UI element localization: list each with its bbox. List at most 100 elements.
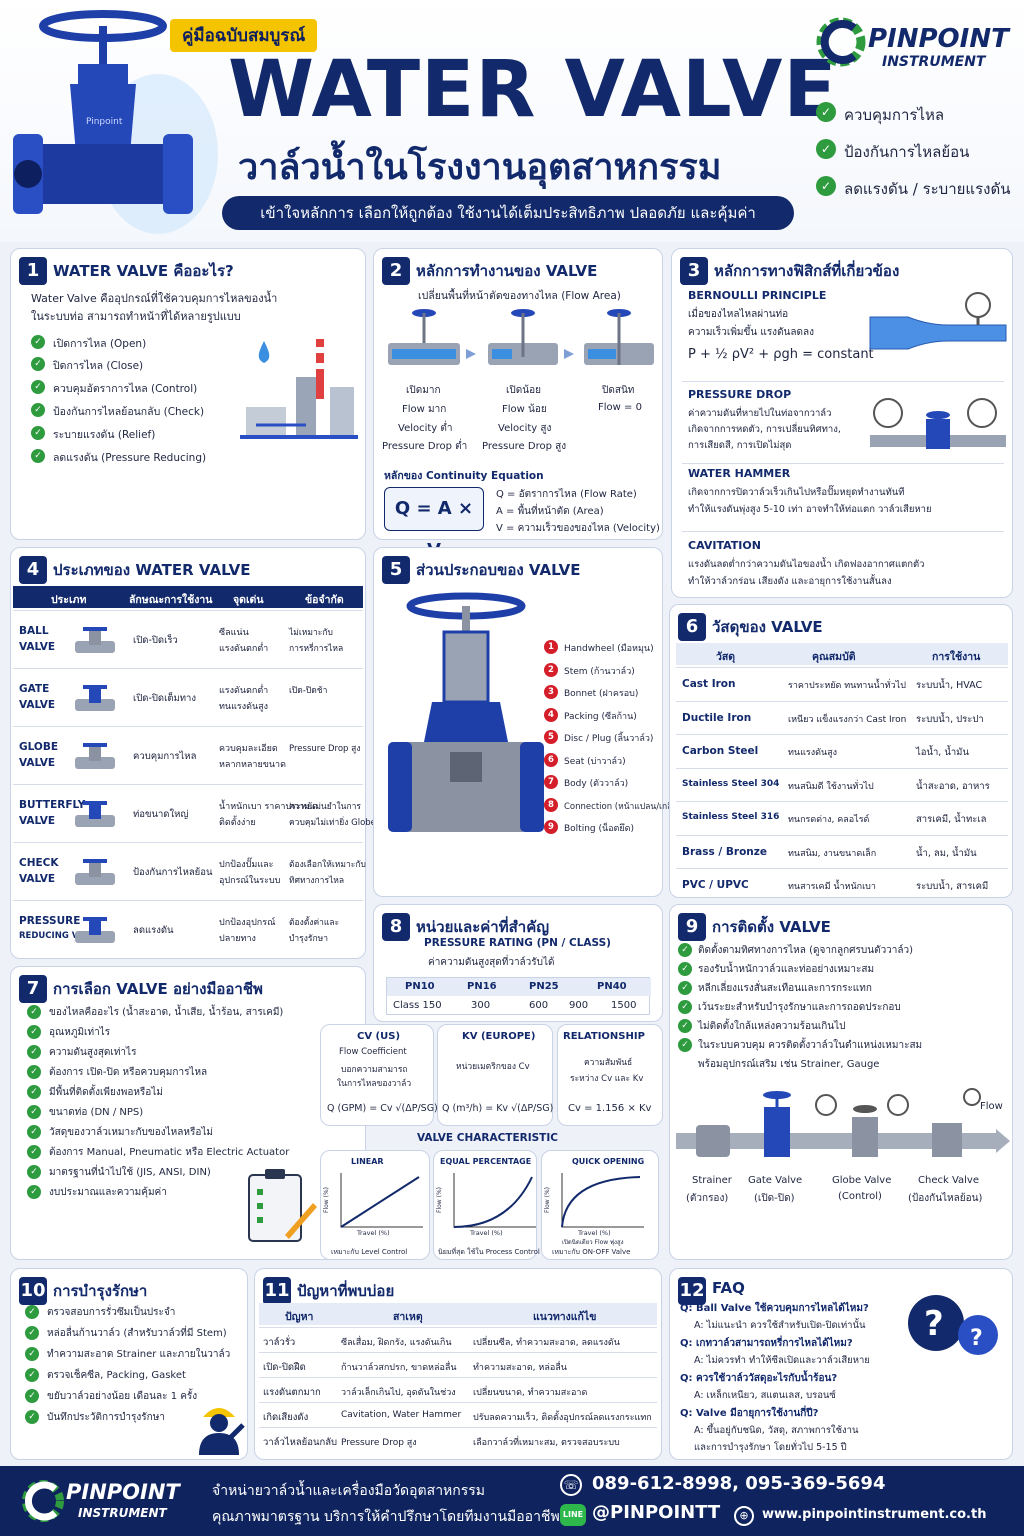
type-name: VALVE: [19, 641, 56, 653]
section-physics: 3 หลักการทางฟิสิกส์ที่เกี่ยวข้อง BERNOUL…: [671, 248, 1013, 598]
solution: เลือกวาล์วที่เหมาะสม, ตรวจสอบระบบ: [473, 1438, 620, 1448]
selection-item: ขนาดท่อ (DN / NPS): [49, 1107, 144, 1118]
section-units: 8 หน่วยและค่าที่สำคัญ PRESSURE RATING (P…: [373, 904, 663, 1022]
material-property: ราคาประหยัด ทนทานน้ำทั่วไป: [788, 681, 906, 691]
technician-icon: [199, 1408, 245, 1455]
footer-gear-logo-icon: [22, 1480, 64, 1522]
section-title: ประเภทของ WATER VALVE: [53, 561, 251, 579]
check-icon: ✓: [25, 1347, 39, 1361]
brand-name: PINPOINT: [868, 24, 1009, 54]
installation-item: หลีกเลี่ยงแรงสั่นสะเทือนและการกระแทก: [698, 983, 872, 994]
solution: เปลี่ยนซีล, ทำความสะอาด, ลดแรงดัน: [473, 1338, 620, 1348]
part-label: Disc / Plug (ลิ้นวาล์ว): [564, 734, 654, 744]
type-name: VALVE: [19, 757, 56, 769]
characteristic-curve: [340, 1173, 423, 1228]
valve-cutaway-illustration: [388, 592, 544, 832]
section-title: FAQ: [712, 1279, 745, 1297]
faq-question: Q: Valve มีอายุการใช้งานกี่ปี?: [680, 1408, 819, 1419]
section-working-principle: 2 หลักการทำงานของ VALVE เปลี่ยนพื้นที่หน…: [373, 248, 663, 561]
installation-item: ติดตั้งตามทิศทางการไหล (ดูจากลูกศรบนตัวว…: [698, 945, 914, 956]
maintenance-item: ตรวจเช็คซีล, Packing, Gasket: [47, 1370, 186, 1381]
check-icon: ✓: [27, 1085, 41, 1099]
selection-item: ความดันสูงสุดเท่าไร: [49, 1047, 137, 1058]
type-name: REDUCING VALVE: [19, 931, 101, 941]
material-property: ทนกรดด่าง, คลอไรด์: [788, 815, 870, 825]
installation-item: ไม่ติดตั้งใกล้แหล่งความร้อนเกินไป: [698, 1021, 846, 1032]
section-title: หลักการทำงานของ VALVE: [416, 262, 598, 280]
table-row: วาล์วรั่ว ซีลเสื่อม, ฝิดกรัง, แรงดันเกิน เ…: [259, 1327, 657, 1352]
chart-note: นิยมที่สุด ใช้ใน Process Control: [438, 1248, 540, 1256]
tagline: เข้าใจหลักการ เลือกให้ถูกต้อง ใช้งานได้เ…: [222, 196, 794, 230]
section-installation: 9 การติดตั้ง VALVE Flow Strainer (ตัวกรอ…: [669, 904, 1013, 1260]
section-valve-types: 4 ประเภทของ WATER VALVE ประเภทลักษณะการใ…: [10, 547, 402, 959]
guide-badge: คู่มือฉบับสมบูรณ์: [170, 19, 318, 52]
advantage: ซีลแน่น: [219, 628, 249, 638]
check-icon: ✓: [27, 1005, 41, 1019]
faq-answer: A: ไม่แนะนำ ควรใช้สำหรับเปิด-ปิดเท่านั้น: [694, 1320, 866, 1331]
website-link[interactable]: www.pinpointinstrument.co.th: [762, 1507, 987, 1522]
part-number-badge: 8: [544, 797, 558, 812]
cause: ซีลเสื่อม, ฝิดกรัง, แรงดันเกิน: [341, 1338, 452, 1348]
part-label: Bolting (น็อตยึด): [564, 824, 635, 834]
question-bubble-icon: ? ?: [908, 1295, 998, 1355]
installation-item: ในระบบควบคุม ควรติดตั้งวาล์วในตำแหน่งเหม…: [698, 1040, 923, 1051]
section-title: หน่วยและค่าที่สำคัญ: [416, 918, 550, 936]
material-usage: น้ำสะอาด, อาหาร: [916, 780, 990, 792]
phone-icon: ☏: [560, 1474, 582, 1496]
pressure-drop-gauges-icon: [870, 398, 1006, 449]
problem: วาล์วรั่ว: [263, 1337, 296, 1348]
part-label: Bonnet (ฝาครอบ): [564, 689, 639, 699]
material-property: ทนแรงดันสูง: [788, 748, 837, 758]
advantage: ปกป้องปั๊มและ: [219, 860, 274, 870]
part-label: Stem (ก้านวาล์ว): [564, 666, 635, 677]
section-title: การบำรุงรักษา: [53, 1282, 148, 1300]
material-name: Ductile Iron: [682, 711, 752, 724]
characteristic-curve: [453, 1173, 536, 1228]
solution: ปรับลดความเร็ว, ติดตั้งอุปกรณ์ลดแรงกระแท…: [473, 1413, 652, 1423]
check-icon: ✓: [27, 1165, 41, 1179]
section-title: การเลือก VALVE อย่างมืออาชีพ: [53, 980, 263, 998]
section-title: WATER VALVE คืออะไร?: [53, 262, 234, 280]
clipboard-icon: [248, 1169, 317, 1242]
advantage: อุปกรณ์ในระบบ: [219, 876, 281, 886]
cv-box: CV (US) Flow Coefficient บอกความสามารถ ใ…: [320, 1024, 438, 1126]
type-name: VALVE: [19, 815, 56, 827]
phone-number[interactable]: 089-612-8998, 095-369-5694: [592, 1473, 886, 1494]
brand-sub: INSTRUMENT: [882, 54, 986, 70]
check-icon: ✓: [27, 1125, 41, 1139]
type-name: CHECK: [19, 857, 59, 869]
valve-type-icon: [73, 855, 117, 889]
usage: ป้องกันการไหลย้อน: [133, 867, 213, 878]
advantage: แรงดันตกต่ำ: [219, 686, 269, 696]
part-label: Packing (ซีลก้าน): [564, 711, 637, 722]
footer-brand-sub: INSTRUMENT: [78, 1506, 167, 1520]
advantage: หลากหลายขนาด: [219, 760, 286, 770]
limitation: Pressure Drop สูง: [289, 744, 361, 754]
material-name: Stainless Steel 316: [682, 812, 780, 822]
problem: วาล์วไหลย้อนกลับ: [263, 1437, 338, 1448]
valve-type-icon: [73, 623, 117, 657]
check-icon: ✓: [25, 1389, 39, 1403]
part-number-badge: 3: [544, 685, 558, 699]
material-property: ทนสนิม, งานขนาดเล็ก: [788, 848, 877, 859]
material-name: Carbon Steel: [682, 745, 759, 757]
cause: Pressure Drop สูง: [341, 1438, 417, 1448]
check-icon: ✓: [27, 1145, 41, 1159]
check-icon: ✓: [678, 962, 692, 976]
line-id[interactable]: @PINPOINTT: [592, 1502, 721, 1523]
valve-type-icon: [73, 797, 117, 831]
check-icon: ✓: [25, 1326, 39, 1340]
installation-item: พร้อมอุปกรณ์เสริม เช่น Strainer, Gauge: [698, 1059, 880, 1070]
svg-text:?: ?: [970, 1326, 983, 1351]
check-icon: ✓: [25, 1368, 39, 1382]
valve-type-icon: [73, 681, 117, 715]
table-header: ปัญหาสาเหตุแนวทางแก้ไข: [259, 1303, 657, 1325]
selection-item: วัสดุของวาล์วเหมาะกับของไหลหรือไม่: [49, 1127, 213, 1138]
